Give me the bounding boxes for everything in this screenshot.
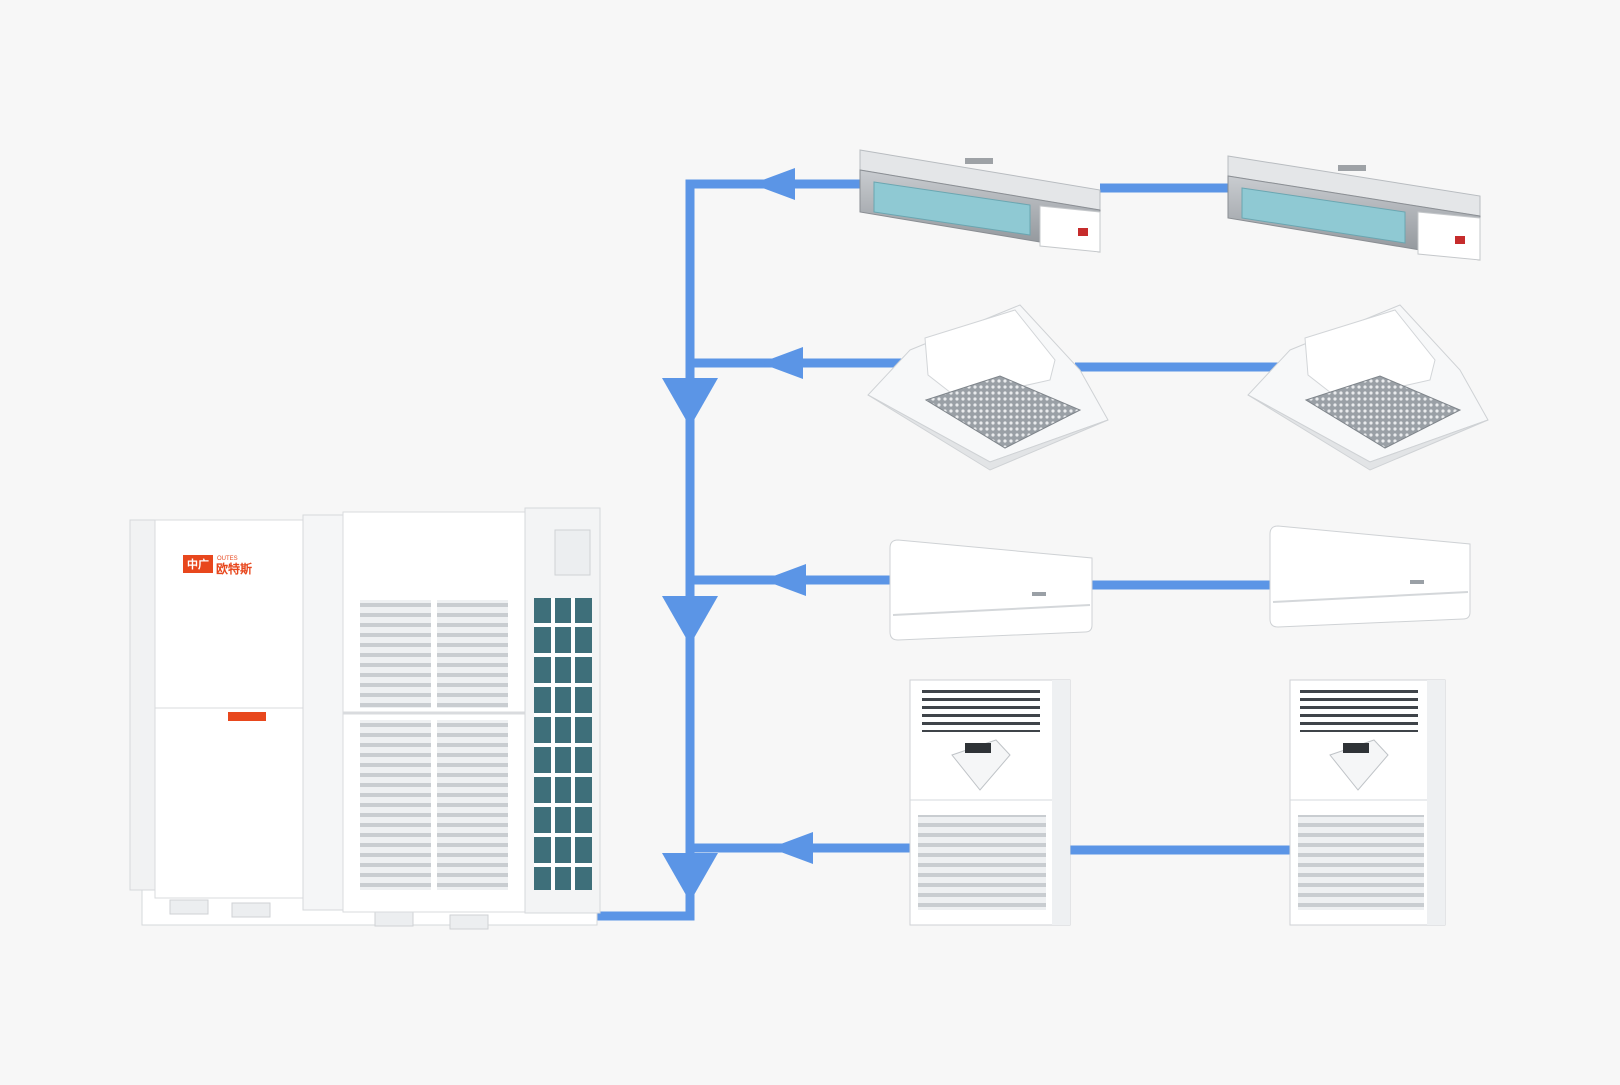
flow-arrow-icon [662, 596, 718, 645]
flow-arrow-icon [763, 564, 806, 596]
flow-arrow-icon [770, 832, 813, 864]
flow-arrow-icon [662, 378, 718, 427]
floor-cabinet-unit-2 [1289, 679, 1446, 926]
coil-grille [534, 598, 592, 890]
cassette-unit-1 [867, 304, 1109, 471]
brand-logo: 中广 OUTES 欧特斯 [183, 555, 252, 576]
ducted-unit-1 [859, 149, 1101, 253]
red-rating-label [228, 712, 266, 721]
wall-split-unit-1 [889, 539, 1093, 641]
brand-name-text: 欧特斯 [216, 561, 252, 576]
side-top-vent [554, 529, 591, 576]
main-trunk-pipe [580, 179, 862, 921]
flow-arrow-icon [752, 168, 795, 200]
front-upper-panel [154, 519, 304, 709]
flow-arrows-vertical [662, 378, 718, 902]
cassette-unit-2 [1247, 304, 1489, 471]
cassette-mesh-grille [924, 375, 1082, 449]
bottom-intake-grille [1298, 815, 1424, 910]
center-column-panel [302, 514, 344, 911]
brand-en-text: OUTES [217, 556, 238, 562]
cassette-mesh-grille [1304, 375, 1462, 449]
outdoor-vrf-unit: 中广 OUTES 欧特斯 [129, 507, 601, 930]
floor-cabinet-unit-1 [909, 679, 1071, 926]
flow-arrow-icon [760, 347, 803, 379]
front-lower-panel [154, 707, 304, 899]
brand-cn-text: 中广 [187, 557, 209, 571]
wall-split-unit-2 [1269, 525, 1471, 628]
bottom-intake-grille [918, 815, 1046, 910]
top-air-grille [922, 686, 1040, 732]
ducted-unit-2 [1227, 155, 1481, 261]
flow-arrow-icon [662, 853, 718, 902]
top-air-grille [1300, 686, 1418, 732]
flow-arrows-horizontal [752, 168, 813, 864]
